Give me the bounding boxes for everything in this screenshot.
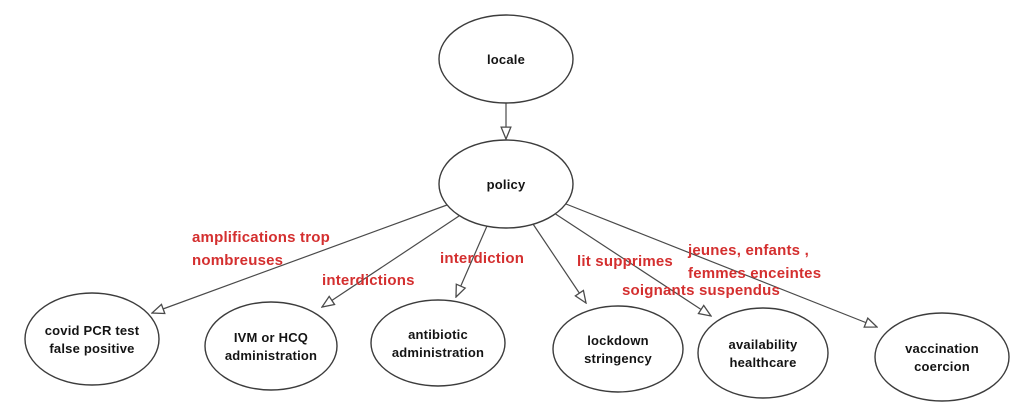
node-vaccination-label-line2: coercion (914, 359, 970, 374)
node-vaccination-label-line1: vaccination (905, 341, 979, 356)
node-covid-pcr-label-line2: false positive (49, 341, 134, 356)
node-policy-label: policy (487, 177, 526, 192)
edge-label-lit-supprimes: lit supprimes (577, 253, 673, 270)
node-locale-label: locale (487, 52, 525, 67)
node-lockdown (552, 305, 684, 393)
edge-label-amplifications-line1: amplifications trop (192, 229, 330, 246)
edge-policy-to-availability (553, 212, 711, 316)
edge-label-jeunes-line1: jeunes, enfants , (687, 242, 809, 259)
node-availability-label-line1: availability (729, 337, 798, 352)
node-ivm-hcq-label-line1: IVM or HCQ (234, 330, 308, 345)
edge-label-interdiction: interdiction (440, 250, 524, 267)
edge-policy-to-vaccination (565, 203, 877, 327)
node-availability (697, 307, 829, 399)
edge-label-soignants: soignants suspendus (622, 282, 780, 299)
edge-label-amplifications-line2: nombreuses (192, 252, 283, 269)
edge-policy-to-lockdown (532, 223, 586, 303)
edge-policy-to-ivm-hcq (322, 215, 460, 307)
node-policy (438, 139, 574, 229)
node-lockdown-label-line2: stringency (584, 351, 652, 366)
edge-label-interdictions: interdictions (322, 272, 415, 289)
node-antibiotic (370, 299, 506, 387)
node-vaccination (874, 312, 1010, 402)
node-locale (438, 14, 574, 104)
node-lockdown-label-line1: lockdown (587, 333, 649, 348)
node-antibiotic-label-line1: antibiotic (408, 327, 468, 342)
node-covid-pcr-label-line1: covid PCR test (45, 323, 140, 338)
node-covid-pcr (24, 292, 160, 386)
edge-policy-to-antibiotic (456, 225, 488, 297)
node-antibiotic-label-line2: administration (392, 345, 484, 360)
edge-policy-to-covid-pcr (152, 204, 448, 313)
node-availability-label-line2: healthcare (729, 355, 796, 370)
node-ivm-hcq-label-line2: administration (225, 348, 317, 363)
edge-label-jeunes-line2: femmes enceintes (688, 265, 821, 282)
node-ivm-hcq (204, 301, 338, 391)
